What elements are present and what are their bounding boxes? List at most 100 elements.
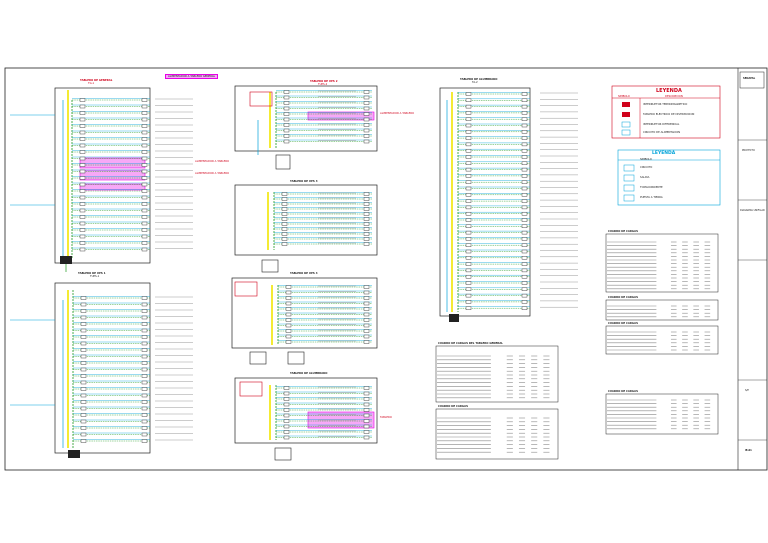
breaker-symbol xyxy=(80,361,87,365)
breaker-symbol xyxy=(283,397,290,401)
breaker-symbol xyxy=(363,318,370,322)
breaker-symbol xyxy=(141,215,148,219)
table-frame xyxy=(605,393,719,435)
breaker-symbol xyxy=(281,232,288,236)
breaker-symbol xyxy=(521,230,528,235)
breaker-symbol xyxy=(79,111,86,115)
breaker-symbol xyxy=(281,222,288,226)
breaker-symbol xyxy=(141,387,148,391)
breaker-symbol xyxy=(363,430,370,434)
breaker-symbol xyxy=(283,435,290,440)
breaker-symbol xyxy=(281,212,288,216)
breaker-symbol xyxy=(465,268,472,273)
breaker-symbol xyxy=(363,128,370,133)
legend-2-item: PUESTA A TIERRA xyxy=(640,196,663,199)
breaker-symbol xyxy=(79,202,86,206)
breaker-symbol xyxy=(363,340,370,344)
breaker-symbol xyxy=(521,111,528,115)
breaker-symbol xyxy=(363,386,370,390)
titleblock-plano: DIAGRAMA UNIFILAR xyxy=(740,209,765,212)
breaker-symbol xyxy=(80,335,87,339)
breaker-symbol xyxy=(465,142,472,147)
breaker-symbol xyxy=(281,217,288,221)
table-frame xyxy=(605,299,719,321)
breaker-symbol xyxy=(141,124,148,128)
board-tg xyxy=(10,87,151,272)
board-tups-2-title: TABLERO DE UPS 2 xyxy=(310,80,338,83)
board-tups-1-subtitle: TUPS-1 xyxy=(90,275,100,278)
breaker-symbol xyxy=(80,367,87,372)
breaker-symbol xyxy=(521,167,528,172)
breaker-symbol xyxy=(80,341,87,346)
breaker-symbol xyxy=(521,193,528,197)
breaker-symbol xyxy=(141,176,148,180)
breaker-symbol xyxy=(363,323,370,328)
breaker-symbol xyxy=(80,354,87,359)
breaker-symbol xyxy=(521,104,528,109)
board-tups-3-title: TABLERO DE UPS 3 xyxy=(290,180,318,183)
breaker-symbol xyxy=(521,148,528,153)
breaker-symbol xyxy=(465,218,472,222)
breaker-symbol xyxy=(283,424,290,429)
breaker-symbol xyxy=(285,323,292,328)
tag-m3: ALIMENTADOR A TABLERO xyxy=(380,112,415,115)
breaker-symbol xyxy=(141,335,148,339)
breaker-symbol xyxy=(521,275,528,279)
breaker-symbol xyxy=(141,354,148,359)
breaker-symbol xyxy=(80,309,87,313)
breaker-symbol xyxy=(285,301,292,306)
breaker-symbol xyxy=(521,161,528,166)
legend-1-item: CIRCUITO DE ALIMENTACION xyxy=(643,131,681,134)
breaker-symbol xyxy=(363,207,370,211)
breaker-symbol xyxy=(141,117,148,122)
breaker-symbol xyxy=(141,169,148,174)
breaker-symbol xyxy=(465,180,472,184)
board-tg-subtitle: TG-1 xyxy=(88,82,95,85)
breaker-symbol xyxy=(521,249,528,254)
breaker-symbol xyxy=(141,322,148,326)
breaker-symbol xyxy=(141,208,148,213)
breaker-symbol xyxy=(281,237,288,241)
breaker-symbol xyxy=(465,130,472,134)
breaker-symbol xyxy=(79,247,86,252)
breaker-symbol xyxy=(281,242,288,246)
breaker-symbol xyxy=(79,143,86,148)
breaker-symbol xyxy=(363,197,370,201)
breaker-symbol xyxy=(363,296,370,300)
breaker-symbol xyxy=(363,301,370,306)
breaker-symbol xyxy=(363,397,370,401)
board-right-subtitle: TA-2 xyxy=(472,81,478,84)
breaker-symbol xyxy=(521,262,528,266)
breaker-symbol xyxy=(141,413,148,417)
breaker-symbol xyxy=(79,124,86,128)
breaker-symbol xyxy=(363,134,370,138)
breaker-symbol xyxy=(283,391,290,396)
breaker-symbol xyxy=(141,315,148,320)
breaker-symbol xyxy=(80,296,87,300)
breaker-symbol xyxy=(80,393,87,398)
breaker-symbol xyxy=(465,98,472,103)
breaker-symbol xyxy=(141,104,148,109)
breaker-symbol xyxy=(465,193,472,197)
breaker-symbol xyxy=(521,174,528,178)
breaker-symbol xyxy=(79,208,86,213)
title-block xyxy=(738,71,767,441)
table-2-title: CUADRO DE CARGAS xyxy=(438,405,468,408)
breaker-symbol xyxy=(141,400,148,404)
legend-1-title: LEYENDA xyxy=(656,88,682,94)
tag-m2: ALIMENTADOR A TABLERO xyxy=(195,172,230,175)
board-tups-1-title: TABLERO DE UPS 1 xyxy=(78,272,106,275)
breaker-symbol xyxy=(363,117,370,122)
breaker-symbol xyxy=(465,224,472,229)
board-tups-1 xyxy=(10,282,151,458)
breaker-symbol xyxy=(363,402,370,407)
breaker-symbol xyxy=(79,98,86,102)
breaker-symbol xyxy=(363,192,370,196)
breaker-symbol xyxy=(141,296,148,300)
breaker-symbol xyxy=(79,163,86,167)
breaker-symbol xyxy=(141,163,148,167)
breaker-symbol xyxy=(283,112,290,116)
breaker-symbol xyxy=(79,221,86,226)
breaker-symbol xyxy=(283,101,290,105)
